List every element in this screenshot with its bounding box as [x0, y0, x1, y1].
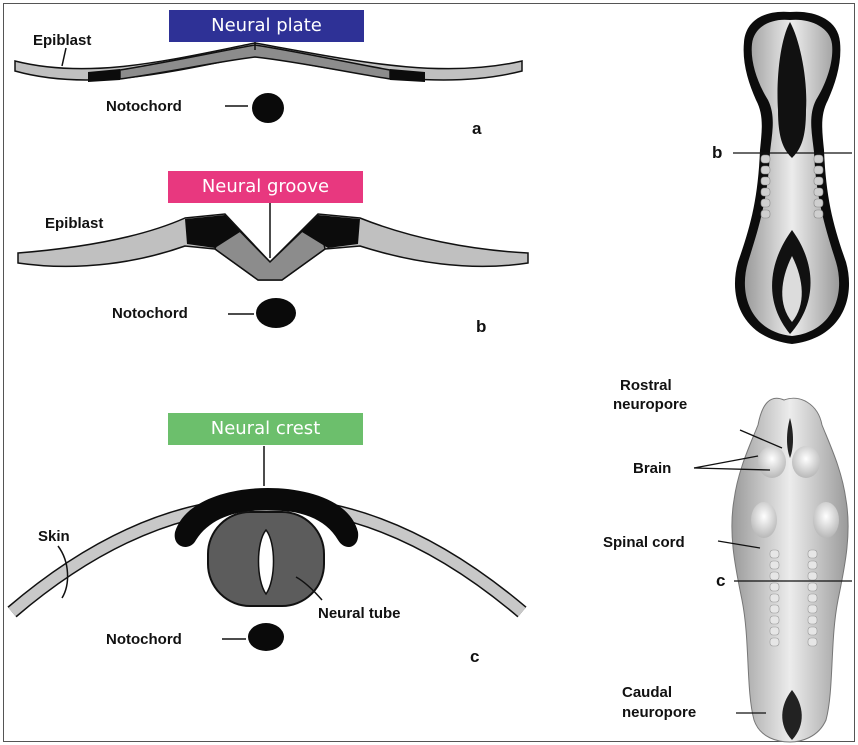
panel-c-cross-section: Skin Neural tube Notochord c	[12, 446, 522, 666]
epiblast-label-b: Epiblast	[45, 215, 103, 232]
section-label-b: b	[712, 143, 722, 162]
neural-canal-c	[259, 530, 274, 594]
panel-a-cross-section: Epiblast Notochord a	[15, 32, 522, 138]
notochord-label-a: Notochord	[106, 98, 182, 115]
caudal-label-line1: Caudal	[622, 684, 672, 701]
notochord-b	[256, 298, 296, 328]
neural-plate-callout: Neural plate	[169, 10, 364, 42]
rostral-label-line1: Rostral	[620, 377, 672, 394]
embryo-bottom-dorsal-view: Rostral neuropore Brain Spinal cord c Ca…	[603, 377, 852, 742]
epiblast-label-a: Epiblast	[33, 32, 91, 49]
skin-label-c: Skin	[38, 528, 70, 545]
notochord-label-c: Notochord	[106, 631, 182, 648]
notochord-label-b: Notochord	[112, 305, 188, 322]
panel-letter-c: c	[470, 647, 479, 666]
notochord-a	[252, 93, 284, 123]
neural-groove-callout: Neural groove	[168, 171, 363, 203]
brain-bulge-right	[792, 446, 820, 478]
notochord-c	[248, 623, 284, 651]
neural-crest-callout: Neural crest	[168, 413, 363, 445]
brain-label: Brain	[633, 460, 671, 477]
caudal-label-line2: neuropore	[622, 704, 696, 721]
brain-bulge-left	[758, 446, 786, 478]
panel-b-cross-section: Epiblast Notochord b	[18, 198, 528, 336]
neural-tube-label-c: Neural tube	[318, 605, 401, 622]
hindbrain-bulge-left	[751, 502, 777, 538]
panel-letter-a: a	[472, 119, 482, 138]
rostral-label-line2: neuropore	[613, 396, 687, 413]
spinal-cord-label: Spinal cord	[603, 534, 685, 551]
hindbrain-bulge-right	[813, 502, 839, 538]
section-label-c: c	[716, 571, 725, 590]
panel-letter-b: b	[476, 317, 486, 336]
embryo-top-dorsal-view: b	[712, 12, 852, 344]
epiblast-leader-a	[62, 48, 66, 66]
